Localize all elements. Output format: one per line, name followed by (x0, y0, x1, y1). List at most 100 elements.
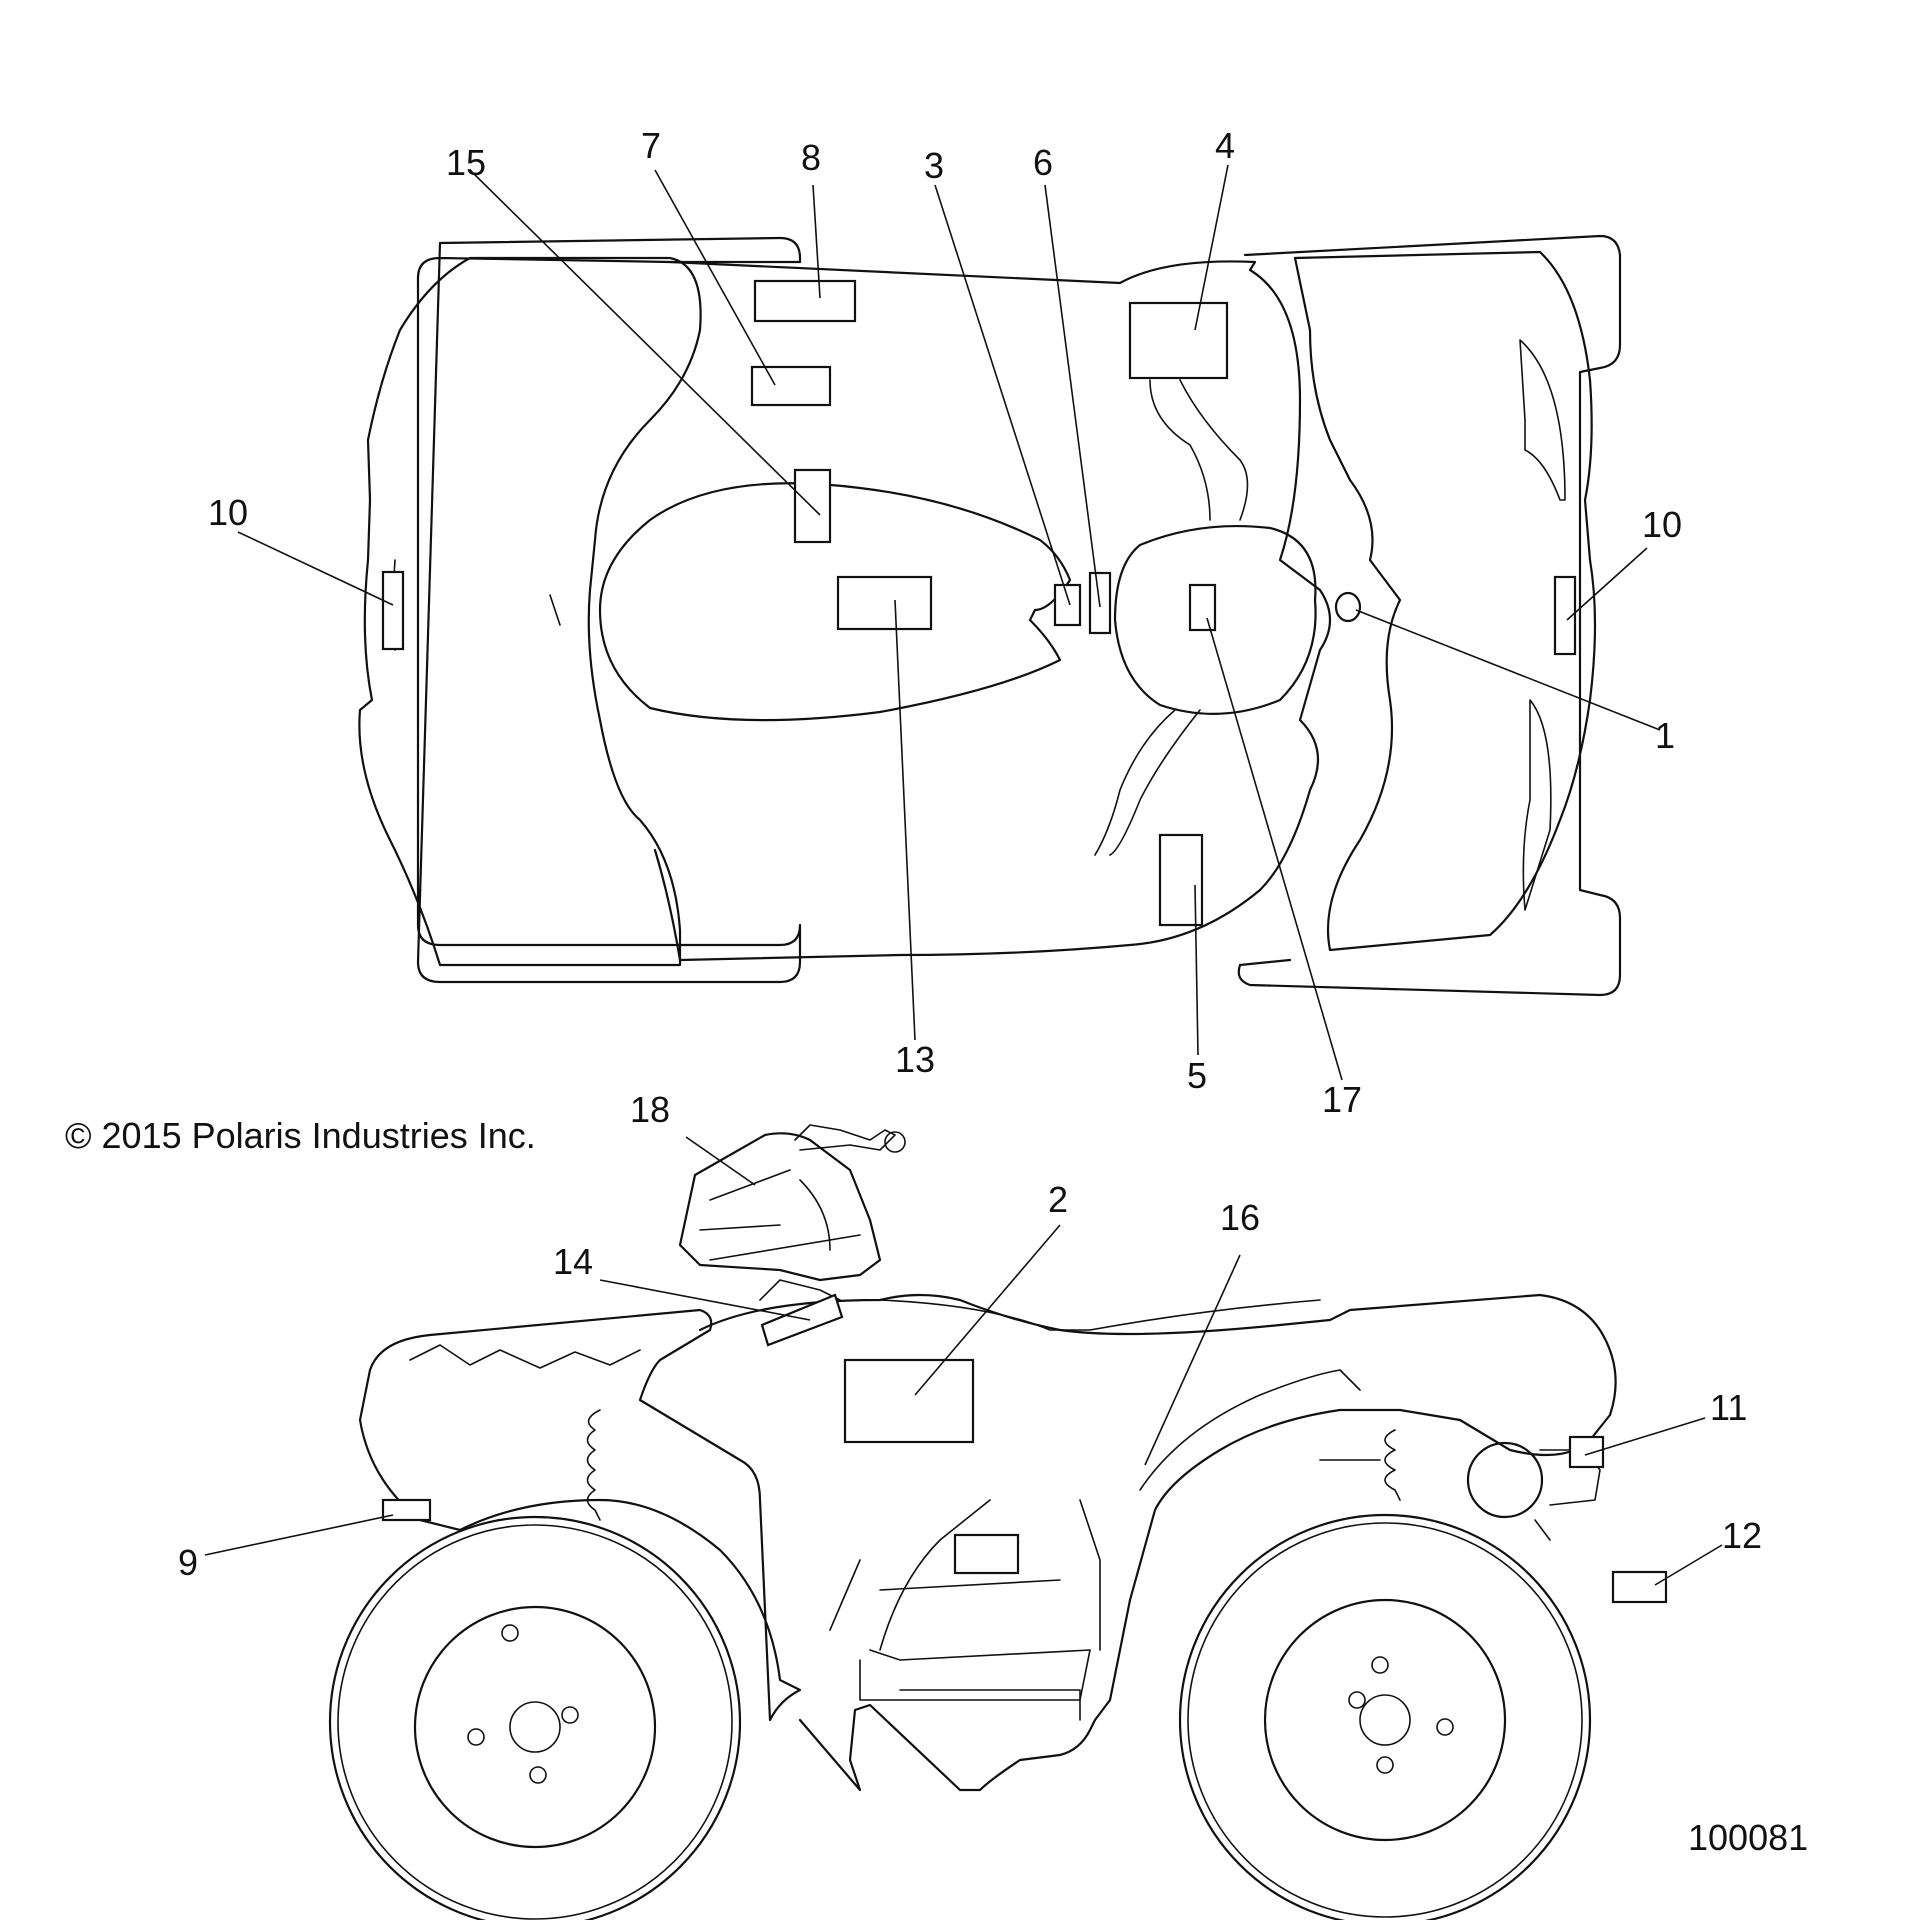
callout-2: 2 (1048, 1179, 1068, 1220)
atv-side-view (328, 1124, 1617, 1920)
decal-9 (381, 1498, 432, 1522)
leader-lines (204, 164, 1723, 1586)
instrument-pod (678, 1132, 882, 1282)
handlebar-end (884, 1131, 906, 1153)
fuel-cap (1334, 591, 1362, 623)
rear-tire (328, 1515, 742, 1920)
callout-7: 7 (641, 125, 661, 166)
body-top-outline (653, 260, 1331, 962)
callout-13: 13 (895, 1039, 935, 1080)
callout-8: 8 (801, 137, 821, 178)
front-vent-lower (1522, 699, 1552, 911)
leader-1 (1355, 609, 1661, 731)
leader-14 (599, 1279, 811, 1321)
callout-18: 18 (630, 1089, 670, 1130)
callout-6: 6 (1033, 142, 1053, 183)
fuel-tank-outline (1113, 524, 1317, 715)
front-tire-inner (1187, 1522, 1583, 1918)
rear-lug-1 (501, 1624, 519, 1642)
leader-12 (1654, 1544, 1723, 1586)
callout-labels: 15 7 8 3 6 4 10 10 1 13 5 17 18 14 2 16 … (178, 125, 1762, 1583)
footwell-decal (953, 1533, 1020, 1575)
callout-5: 5 (1187, 1055, 1207, 1096)
rear-tire-inner (337, 1524, 733, 1920)
decal-4 (1128, 301, 1229, 380)
side-panel-lines (829, 1499, 1101, 1721)
seat-front-edge (549, 594, 561, 626)
decal-7 (750, 365, 832, 407)
decal-14 (760, 1293, 844, 1347)
rear-rim (413, 1605, 657, 1849)
leader-17 (1206, 617, 1343, 1081)
front-fender-outline (1293, 250, 1597, 952)
leader-10a (237, 531, 394, 606)
callout-4: 4 (1215, 125, 1235, 166)
front-lug-1 (1371, 1656, 1389, 1674)
callout-11: 11 (1710, 1387, 1747, 1428)
leader-18 (685, 1136, 756, 1186)
callout-16: 16 (1220, 1197, 1260, 1238)
seat-outline (598, 482, 1072, 722)
figure-number: 100081 (1688, 1817, 1808, 1858)
decal-8 (753, 279, 857, 323)
rear-rack-teeth (409, 1344, 641, 1369)
decal-10-rear (381, 570, 405, 651)
decal-17 (1188, 583, 1217, 632)
callout-15: 15 (446, 142, 486, 183)
leader-7 (654, 169, 776, 386)
front-vent-upper (1519, 339, 1566, 501)
instrument-pod-detail (699, 1169, 861, 1261)
top-view-decals (381, 279, 1577, 927)
callout-10-left: 10 (208, 492, 248, 533)
front-rim (1263, 1598, 1507, 1842)
seat-side (879, 1299, 1321, 1331)
body-side-outline (698, 1293, 1617, 1792)
front-lug-2 (1348, 1691, 1366, 1709)
rear-hub (509, 1701, 561, 1753)
rear-rack-outline (416, 236, 802, 984)
decal-10-front (1553, 575, 1577, 656)
leader-6 (1044, 184, 1101, 608)
callout-9: 9 (178, 1542, 198, 1583)
copyright-notice: © 2015 Polaris Industries Inc. (65, 1115, 536, 1156)
rear-fender-outline (358, 256, 702, 967)
leader-2 (914, 1224, 1061, 1396)
handlebar-right (1094, 709, 1201, 856)
callout-12: 12 (1722, 1515, 1762, 1556)
front-fender-side (1139, 1369, 1381, 1491)
rear-lug-4 (529, 1766, 547, 1784)
decal-3 (1053, 583, 1082, 627)
leader-9 (204, 1514, 394, 1556)
rear-lug-3 (467, 1728, 485, 1746)
leader-15 (469, 169, 821, 516)
rear-shock (586, 1409, 601, 1521)
leader-10b (1566, 547, 1648, 621)
callout-14: 14 (553, 1241, 593, 1282)
steering-column (759, 1279, 841, 1301)
callout-1: 1 (1655, 715, 1675, 756)
leader-11 (1584, 1417, 1706, 1456)
callout-3: 3 (924, 145, 944, 186)
leader-16 (1144, 1254, 1241, 1466)
front-rack-outline (1237, 234, 1622, 997)
footwell (859, 1649, 1091, 1701)
rear-lug-2 (561, 1706, 579, 1724)
decal-15 (793, 468, 832, 544)
front-tire (1178, 1513, 1592, 1920)
decal-11 (1568, 1435, 1605, 1469)
handlebar-side (794, 1124, 896, 1151)
leader-4 (1194, 164, 1229, 331)
decal-12 (1611, 1570, 1668, 1604)
front-lug-4 (1376, 1756, 1394, 1774)
leader-5 (1194, 884, 1199, 1056)
side-view-decals (381, 1293, 1668, 1604)
callout-10-right: 10 (1642, 504, 1682, 545)
front-shock (1384, 1429, 1401, 1501)
handlebar-left (1149, 379, 1249, 521)
leader-3 (934, 184, 1071, 606)
callout-17: 17 (1322, 1079, 1362, 1120)
decal-13 (836, 575, 933, 631)
atv-top-view (358, 234, 1622, 997)
front-lug-3 (1436, 1718, 1454, 1736)
